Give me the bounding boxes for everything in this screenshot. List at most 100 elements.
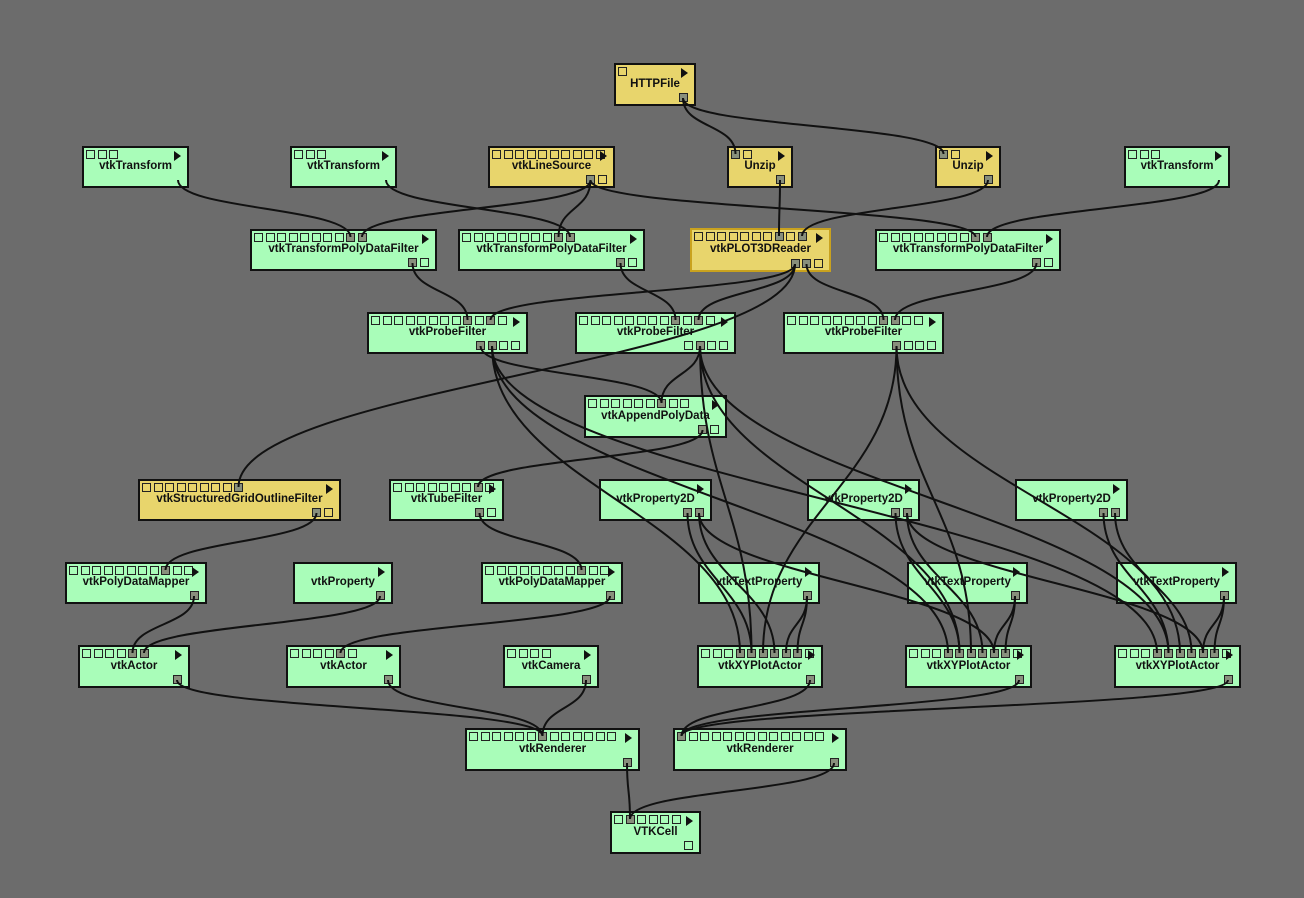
input-port[interactable]: [126, 566, 136, 575]
output-port[interactable]: [476, 341, 485, 350]
input-port[interactable]: [746, 732, 755, 741]
input-port[interactable]: [579, 316, 588, 325]
input-port[interactable]: [572, 150, 582, 159]
input-port[interactable]: [492, 150, 501, 159]
output-port[interactable]: [902, 508, 912, 517]
input-port[interactable]: [599, 399, 609, 408]
input-port[interactable]: [394, 316, 403, 325]
module-vtkproperty[interactable]: vtkProperty: [293, 562, 393, 604]
input-port[interactable]: [856, 316, 865, 325]
connection[interactable]: [237, 263, 796, 488]
input-port[interactable]: [290, 649, 299, 658]
input-port[interactable]: [694, 232, 703, 241]
input-port[interactable]: [1139, 150, 1149, 159]
input-port[interactable]: [625, 316, 634, 325]
input-port[interactable]: [538, 150, 547, 159]
input-port[interactable]: [978, 649, 987, 658]
expand-arrow-icon[interactable]: [600, 151, 607, 161]
output-port[interactable]: [1010, 591, 1020, 600]
module-vtkxyplotactor[interactable]: vtkXYPlotActor: [1114, 645, 1241, 688]
module-vtkappendpolydata[interactable]: vtkAppendPolyData: [584, 395, 727, 438]
input-port[interactable]: [531, 233, 540, 242]
input-port[interactable]: [561, 732, 570, 741]
input-port[interactable]: [932, 649, 941, 658]
input-port[interactable]: [787, 316, 796, 325]
module-vtkstructuredgridoutlinefilter[interactable]: vtkStructuredGridOutlineFilter: [138, 479, 341, 521]
input-port[interactable]: [618, 67, 627, 76]
input-port[interactable]: [128, 649, 137, 658]
input-port[interactable]: [966, 649, 976, 658]
input-port[interactable]: [254, 233, 263, 242]
input-port[interactable]: [648, 815, 658, 824]
input-port[interactable]: [317, 150, 326, 159]
expand-arrow-icon[interactable]: [386, 650, 393, 660]
input-port[interactable]: [508, 233, 517, 242]
module-vtktextproperty[interactable]: vtkTextProperty: [698, 562, 820, 604]
expand-arrow-icon[interactable]: [175, 650, 182, 660]
output-port[interactable]: [709, 425, 719, 434]
input-port[interactable]: [740, 232, 749, 241]
input-port[interactable]: [336, 649, 345, 658]
input-port[interactable]: [688, 732, 698, 741]
input-port[interactable]: [496, 566, 506, 575]
expand-arrow-icon[interactable]: [513, 317, 520, 327]
input-port[interactable]: [165, 483, 174, 492]
output-port[interactable]: [892, 341, 901, 350]
input-port[interactable]: [211, 483, 220, 492]
expand-arrow-icon[interactable]: [192, 567, 199, 577]
input-port[interactable]: [1128, 150, 1137, 159]
expand-arrow-icon[interactable]: [1226, 650, 1233, 660]
output-port[interactable]: [375, 591, 385, 600]
module-vtkproperty2d[interactable]: vtkProperty2D: [1015, 479, 1128, 521]
input-port[interactable]: [473, 483, 483, 492]
module-vtktubefilter[interactable]: vtkTubeFilter: [389, 479, 504, 521]
input-port[interactable]: [474, 316, 484, 325]
input-port[interactable]: [393, 483, 402, 492]
module-vtktransform[interactable]: vtkTransform: [290, 146, 397, 188]
module-vtkxyplotactor[interactable]: vtkXYPlotActor: [697, 645, 823, 688]
input-port[interactable]: [561, 150, 570, 159]
input-port[interactable]: [769, 732, 778, 741]
input-port[interactable]: [519, 233, 529, 242]
expand-arrow-icon[interactable]: [816, 233, 823, 243]
input-port[interactable]: [909, 649, 918, 658]
output-port[interactable]: [189, 591, 199, 600]
input-port[interactable]: [428, 316, 438, 325]
input-port[interactable]: [712, 649, 722, 658]
input-port[interactable]: [648, 316, 657, 325]
input-port[interactable]: [588, 566, 598, 575]
input-port[interactable]: [462, 233, 471, 242]
input-port[interactable]: [694, 316, 703, 325]
expand-arrow-icon[interactable]: [986, 151, 993, 161]
input-port[interactable]: [492, 732, 501, 741]
input-port[interactable]: [1152, 649, 1162, 658]
input-port[interactable]: [480, 732, 490, 741]
input-port[interactable]: [80, 566, 90, 575]
module-vtkplot3dreader[interactable]: vtkPLOT3DReader: [690, 228, 831, 272]
expand-arrow-icon[interactable]: [905, 484, 912, 494]
output-port[interactable]: [586, 175, 595, 184]
input-port[interactable]: [172, 566, 182, 575]
input-port[interactable]: [682, 316, 692, 325]
input-port[interactable]: [723, 732, 732, 741]
input-port[interactable]: [902, 316, 911, 325]
input-port[interactable]: [833, 316, 842, 325]
output-port[interactable]: [419, 258, 429, 267]
output-port[interactable]: [683, 508, 692, 517]
input-port[interactable]: [427, 483, 437, 492]
input-port[interactable]: [1210, 649, 1219, 658]
input-port[interactable]: [554, 233, 563, 242]
input-port[interactable]: [577, 566, 586, 575]
input-port[interactable]: [774, 232, 784, 241]
input-port[interactable]: [770, 649, 779, 658]
input-port[interactable]: [439, 483, 448, 492]
input-port[interactable]: [300, 233, 309, 242]
output-port[interactable]: [926, 341, 936, 350]
output-port[interactable]: [694, 508, 704, 517]
input-port[interactable]: [890, 233, 900, 242]
output-port[interactable]: [683, 841, 693, 850]
module-vtkproperty2d[interactable]: vtkProperty2D: [599, 479, 712, 521]
module-vtktransformpolydatafilter[interactable]: vtkTransformPolyDataFilter: [458, 229, 645, 271]
module-vtktransform[interactable]: vtkTransform: [1124, 146, 1230, 188]
input-port[interactable]: [913, 316, 923, 325]
